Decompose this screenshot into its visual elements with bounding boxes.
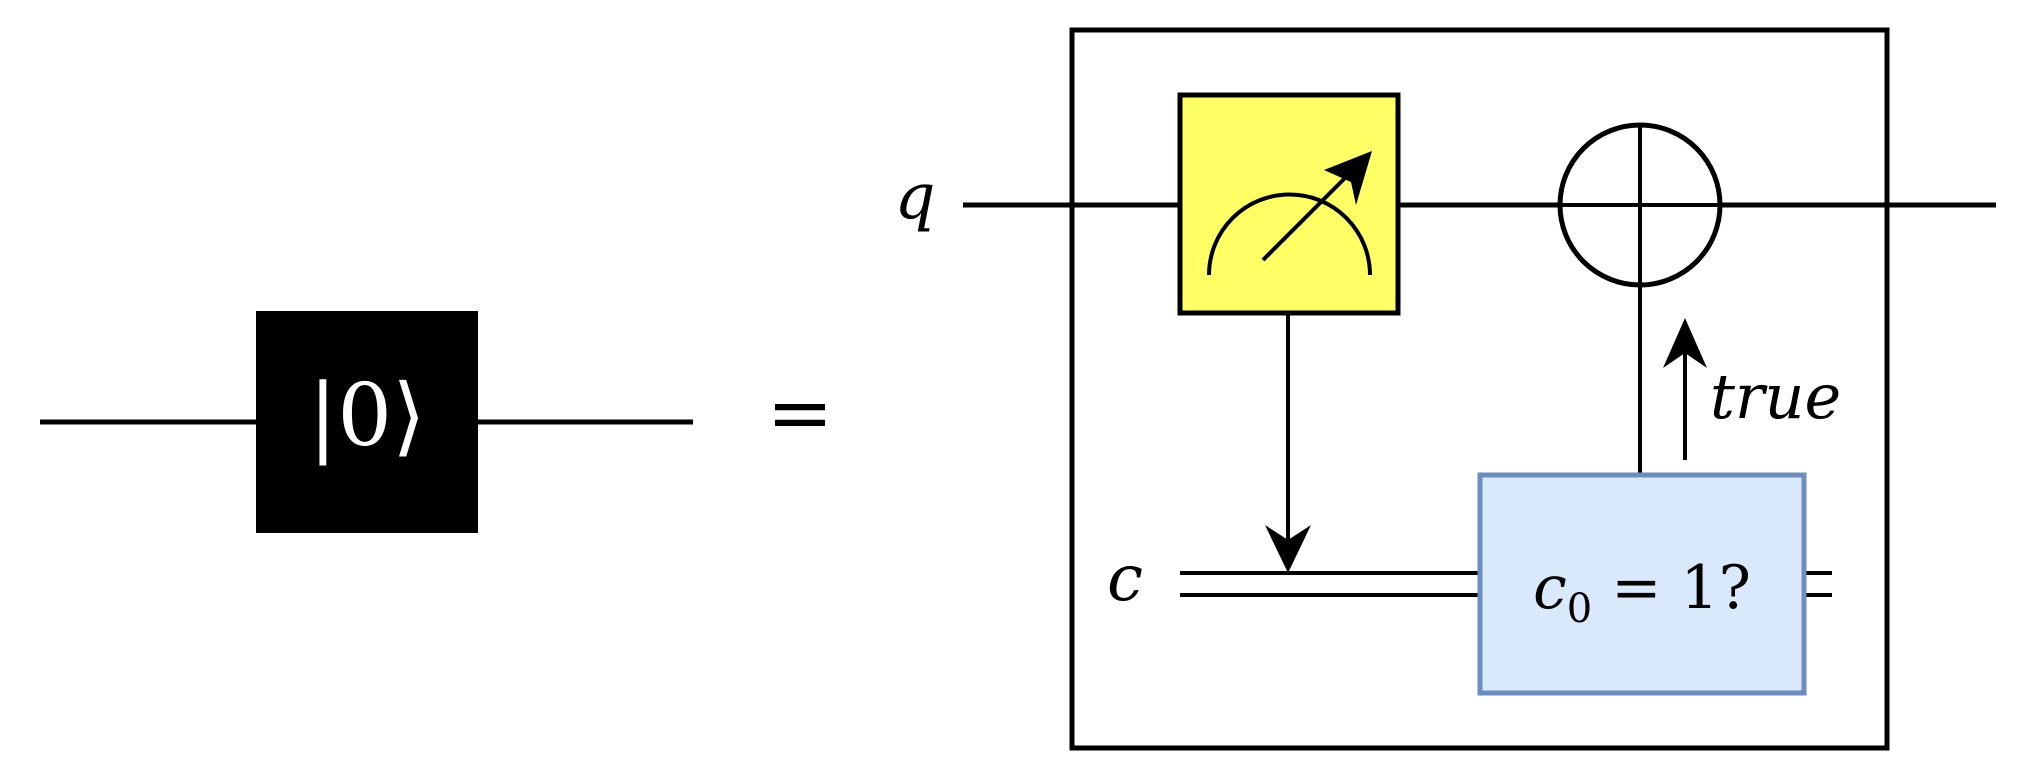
condition-var: c (1533, 553, 1567, 623)
reset-gate-label: |0⟩ (308, 366, 425, 466)
classical-condition: c0 = 1? (1477, 472, 1807, 696)
meter-arc-icon (1207, 192, 1372, 276)
condition-label: c0 = 1? (1533, 553, 1751, 632)
quantum-wire-label: q (895, 160, 936, 234)
xor-plus-gate (1557, 122, 1723, 288)
classical-wire-label: c (1107, 542, 1143, 616)
left-gate-group: |0⟩ (40, 311, 693, 533)
true-branch-label: true (1710, 360, 1841, 433)
true-branch-arrowhead (1663, 318, 1707, 368)
reset-gate-box (256, 311, 478, 533)
condition-box (1477, 472, 1807, 696)
classical-wire (1180, 571, 1832, 597)
equals-sign: = (766, 366, 833, 459)
measurement-gate (1177, 92, 1401, 316)
condition-rest: = 1? (1592, 553, 1751, 623)
decomposition-group: q c true (895, 27, 1996, 751)
measurement-output-arrowhead (1265, 525, 1311, 573)
condition-subscript: 0 (1567, 586, 1592, 632)
decomposition-frame (1069, 27, 1890, 751)
measurement-box (1177, 92, 1401, 316)
meter-needle-icon (1261, 171, 1352, 262)
meter-needle-head-icon (1324, 151, 1372, 205)
